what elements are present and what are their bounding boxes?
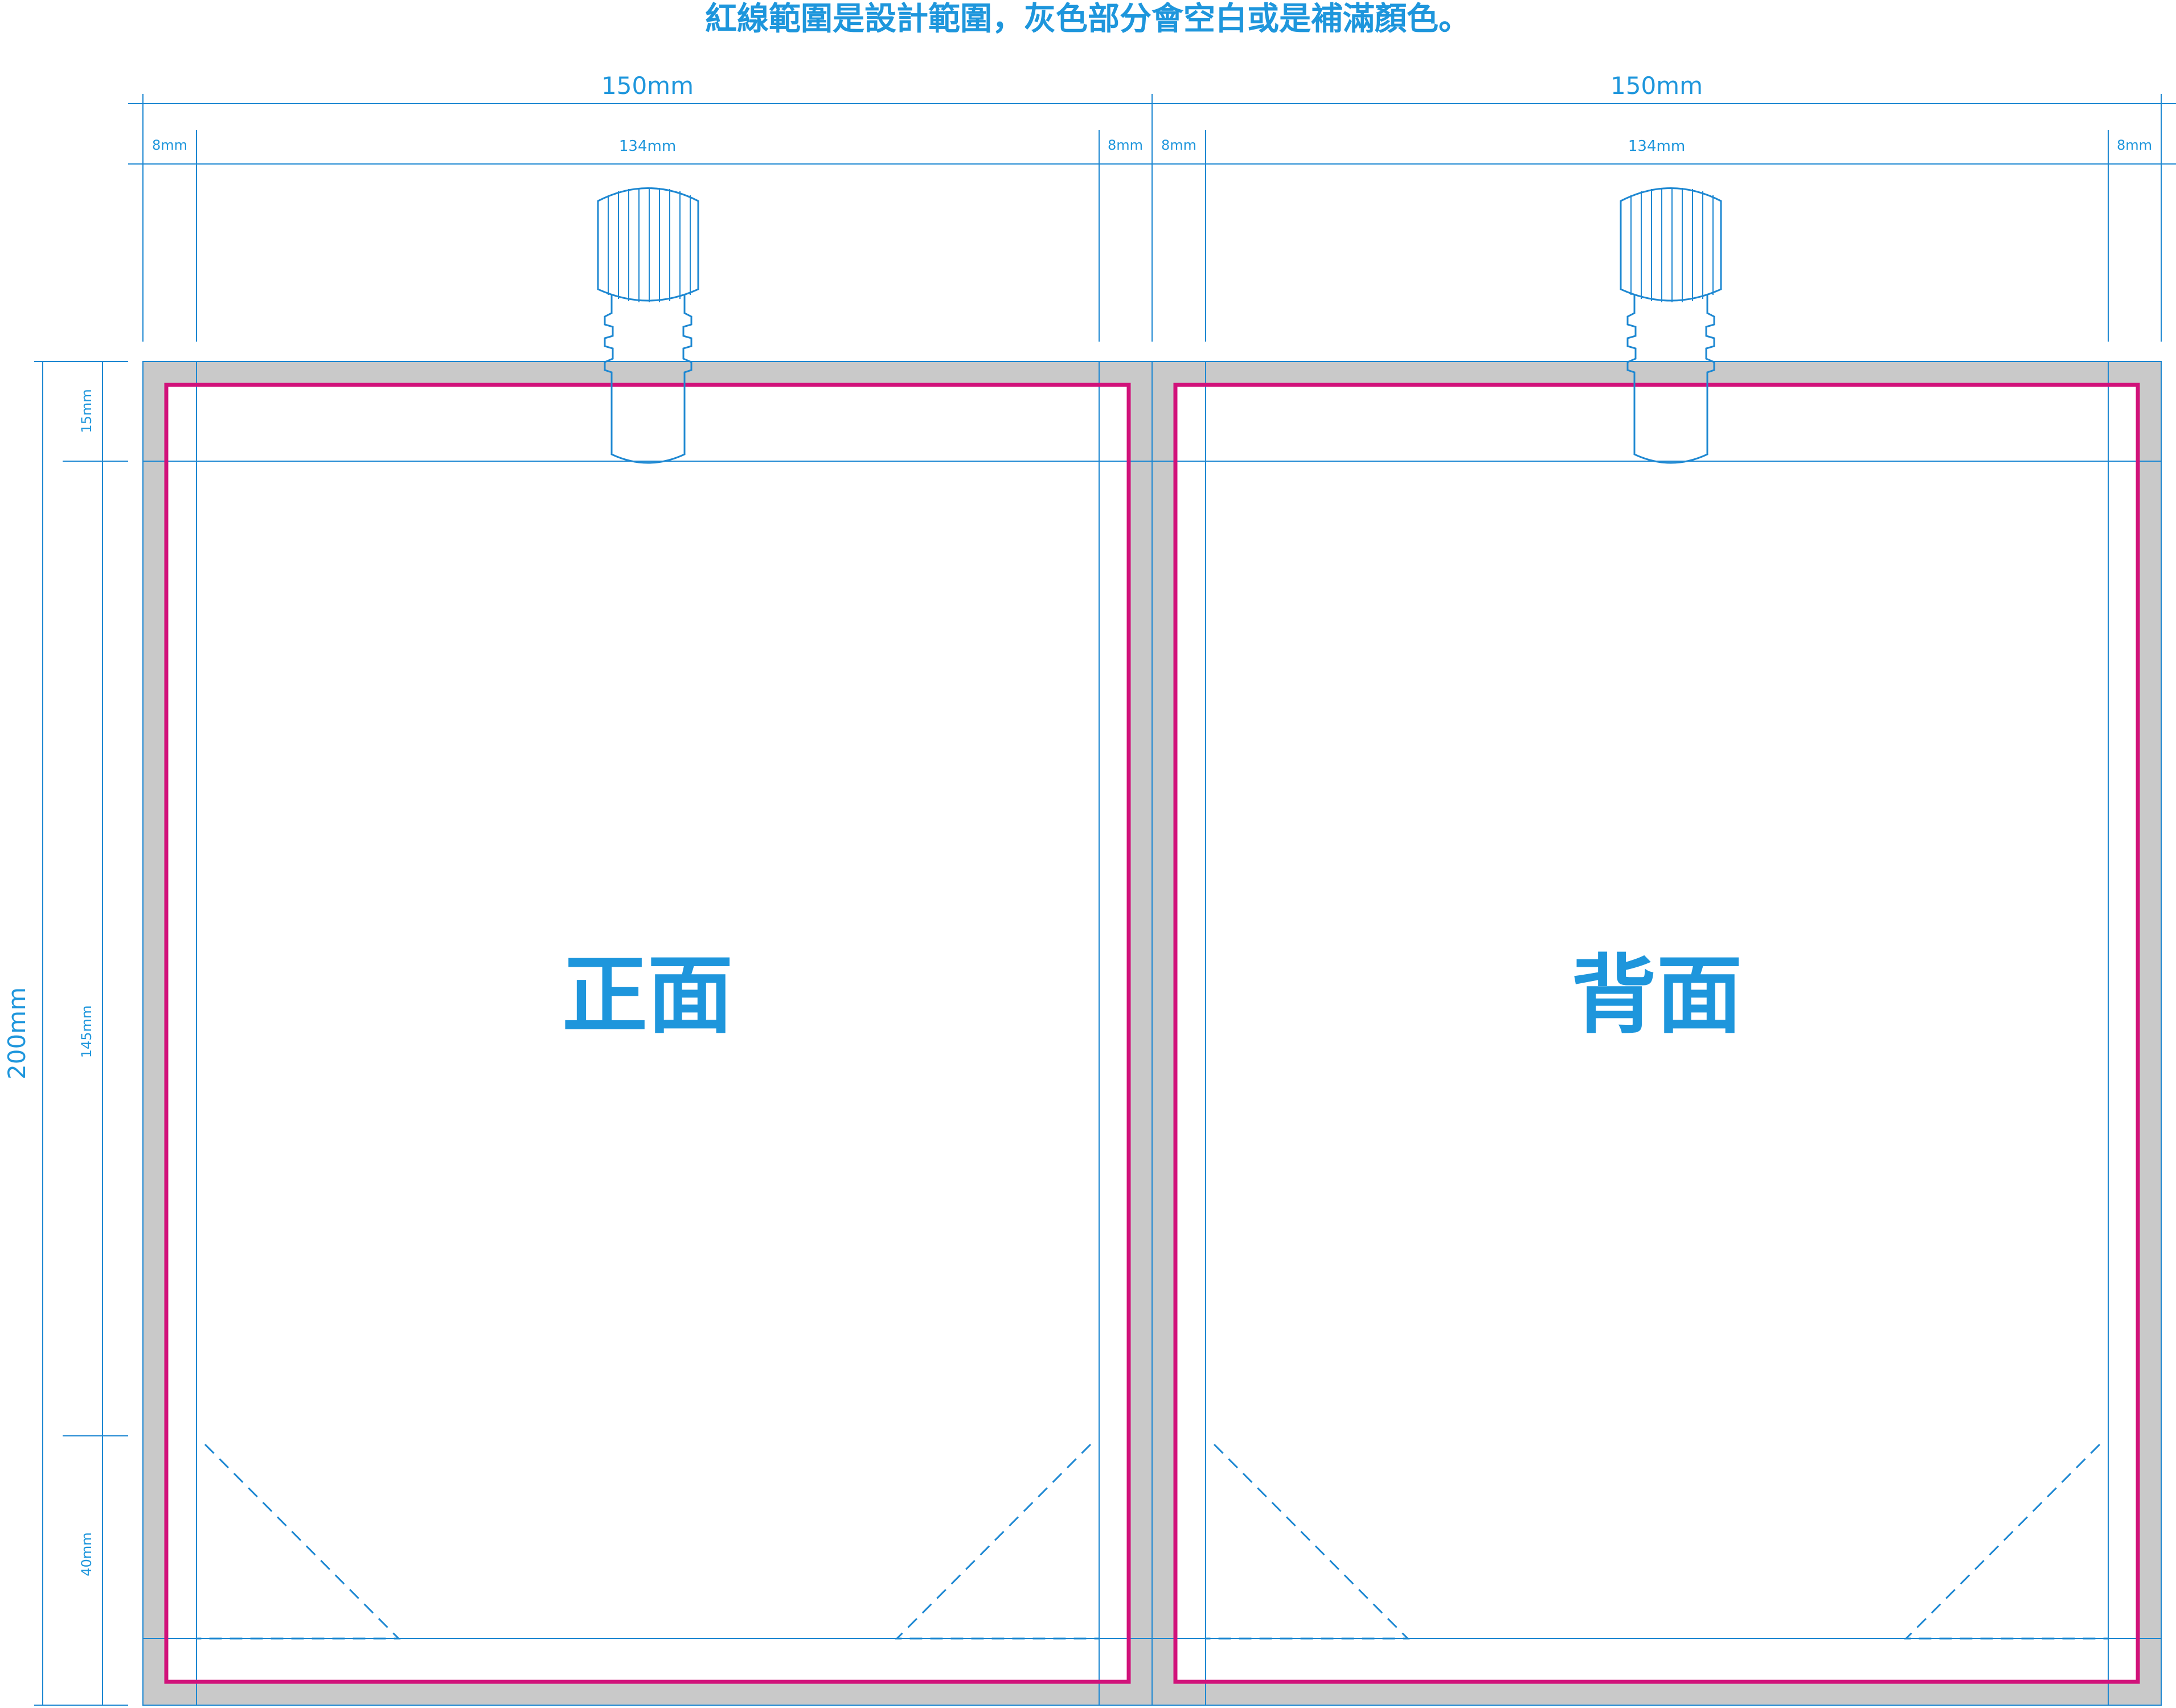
front-inner-width-label: 134mm (619, 138, 676, 155)
front-gusset-left (196, 1443, 401, 1640)
front-width-label: 150mm (601, 72, 694, 100)
front-design-area (166, 385, 1129, 1682)
body-height-label: 145mm (79, 1005, 95, 1058)
diagram-heading: 紅線範圍是設計範圍，灰色部分會空白或是補滿顏色。 (705, 1, 1470, 38)
front-panel-label: 正面 (562, 946, 733, 1045)
back-design-boundary (1173, 383, 2140, 1684)
back-left-margin-label: 8mm (1161, 137, 1196, 153)
back-right-margin-label: 8mm (2117, 137, 2152, 153)
back-panel-label: 背面 (1571, 946, 1742, 1045)
front-right-margin-label: 8mm (1108, 137, 1143, 153)
back-inner-width-label: 134mm (1628, 138, 1685, 155)
back-outline (1151, 361, 2162, 1706)
front-dimension-labels: 150mm 8mm 134mm 8mm (152, 72, 1143, 155)
front-design-boundary (164, 383, 1131, 1684)
top-seal-height-label: 15mm (79, 389, 95, 433)
total-height-label: 200mm (3, 987, 31, 1079)
design-boundary (164, 383, 2140, 1684)
front-gusset-right (895, 1443, 1099, 1640)
front-left-margin-label: 8mm (152, 137, 187, 153)
back-dimension-labels: 150mm 8mm 134mm 8mm (1161, 72, 2152, 155)
gusset-folds (196, 1443, 2108, 1640)
vertical-dimension-labels: 200mm 15mm 145mm 40mm (3, 389, 95, 1576)
back-gusset-left (1206, 1443, 1410, 1640)
back-width-label: 150mm (1611, 72, 1703, 100)
gusset-height-label: 40mm (79, 1532, 95, 1576)
guide-lines (34, 94, 2176, 1706)
back-design-area (1175, 385, 2138, 1682)
back-gusset-right (1904, 1443, 2108, 1640)
